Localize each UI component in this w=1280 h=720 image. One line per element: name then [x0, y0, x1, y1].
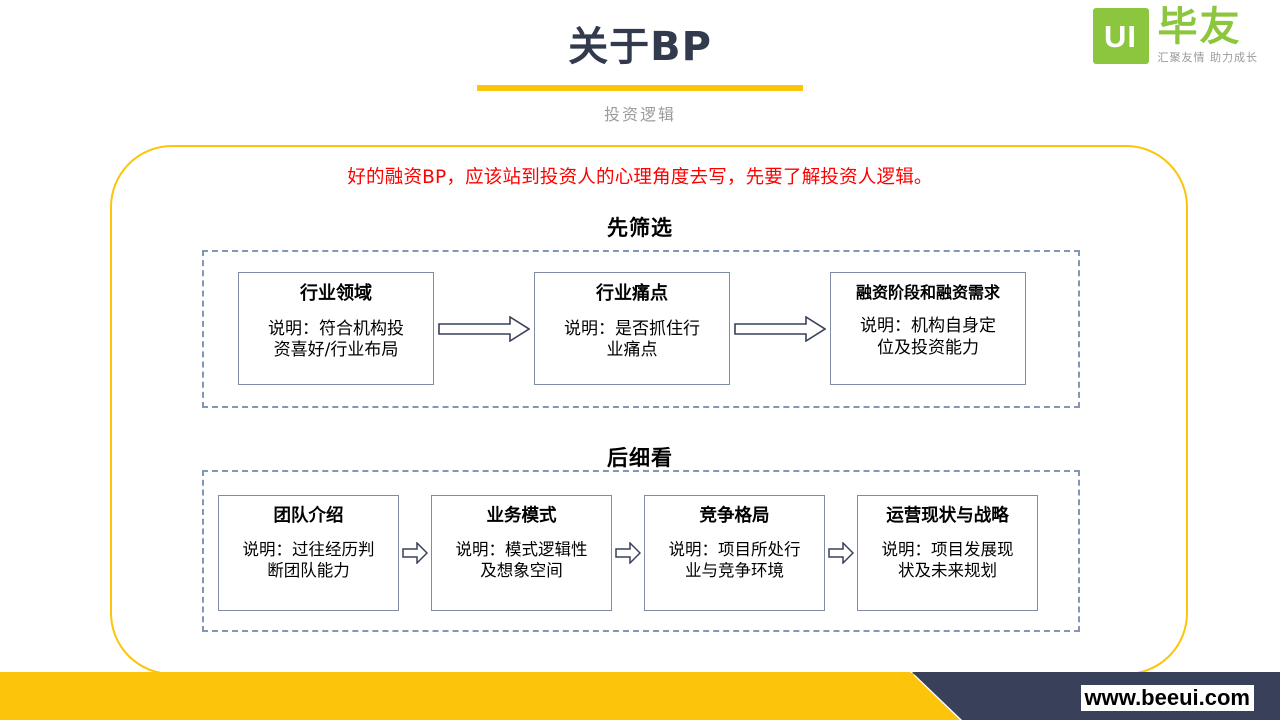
flow-arrow-right-icon [825, 542, 857, 564]
flow-node[interactable]: 行业领域 说明：符合机构投资喜好/行业布局 [238, 272, 434, 385]
flow-arrow-right-icon [612, 542, 644, 564]
flow-node[interactable]: 运营现状与战略 说明：项目发展现状及未来规划 [857, 495, 1038, 611]
logo-tagline: 汇聚友情 助力成长 [1157, 51, 1258, 65]
section-heading-screening: 先筛选 [607, 216, 673, 240]
footer-website-url[interactable]: www.beeui.com [1080, 685, 1254, 711]
flow-node-title: 业务模式 [486, 506, 557, 526]
title-underline-rule [477, 85, 803, 91]
logo-brand-name: 毕友 [1157, 4, 1242, 50]
flow-node[interactable]: 行业痛点 说明：是否抓住行业痛点 [534, 272, 730, 385]
flow-node[interactable]: 融资阶段和融资需求 说明：机构自身定位及投资能力 [830, 272, 1026, 385]
flow-node-desc: 说明：模式逻辑性及想象空间 [455, 540, 588, 581]
flow-node-desc: 说明：项目发展现状及未来规划 [881, 540, 1014, 581]
flow-row-screening: 行业领域 说明：符合机构投资喜好/行业布局 行业痛点 说明：是否抓住行业痛点 融… [238, 272, 1026, 385]
flow-node[interactable]: 竞争格局 说明：项目所处行业与竞争环境 [644, 495, 825, 611]
flow-node-desc: 说明：是否抓住行业痛点 [564, 318, 700, 361]
flow-node-title: 行业领域 [300, 283, 372, 304]
flow-group-screening [202, 250, 1080, 408]
page-title: 关于BP [568, 24, 712, 70]
brand-logo: UI 毕友 汇聚友情 助力成长 [1092, 4, 1259, 65]
flow-node-title: 团队介绍 [273, 506, 344, 526]
logo-text-block: 毕友 汇聚友情 助力成长 [1157, 4, 1259, 65]
lead-statement: 好的融资BP，应该站到投资人的心理角度去写，先要了解投资人逻辑。 [347, 167, 933, 188]
flow-node-desc: 说明：项目所处行业与竞争环境 [668, 540, 801, 581]
flow-node-desc: 说明：过往经历判断团队能力 [242, 540, 375, 581]
footer-bar: www.beeui.com [0, 672, 1280, 720]
title-block: 关于BP 投资逻辑 [0, 14, 1280, 125]
flow-arrow-right-icon [434, 315, 534, 342]
logo-mark-icon: UI [1092, 8, 1149, 64]
flow-arrow-right-icon [730, 315, 830, 342]
flow-node[interactable]: 团队介绍 说明：过往经历判断团队能力 [218, 495, 399, 611]
flow-node-title: 融资阶段和融资需求 [855, 283, 1000, 302]
flow-node[interactable]: 业务模式 说明：模式逻辑性及想象空间 [431, 495, 612, 611]
flow-node-desc: 说明：符合机构投资喜好/行业布局 [268, 318, 404, 361]
section-heading-detail: 后细看 [607, 446, 673, 470]
page-subtitle: 投资逻辑 [603, 105, 676, 124]
flow-group-detail [202, 470, 1080, 632]
flow-node-title: 运营现状与战略 [886, 506, 1009, 526]
flow-node-title: 竞争格局 [699, 506, 770, 526]
flow-node-desc: 说明：机构自身定位及投资能力 [860, 316, 996, 358]
flow-row-detail: 团队介绍 说明：过往经历判断团队能力 业务模式 说明：模式逻辑性及想象空间 竞争… [218, 495, 1038, 611]
flow-node-title: 行业痛点 [596, 283, 668, 304]
footer-yellow-shape [0, 672, 960, 720]
flow-arrow-right-icon [399, 542, 431, 564]
